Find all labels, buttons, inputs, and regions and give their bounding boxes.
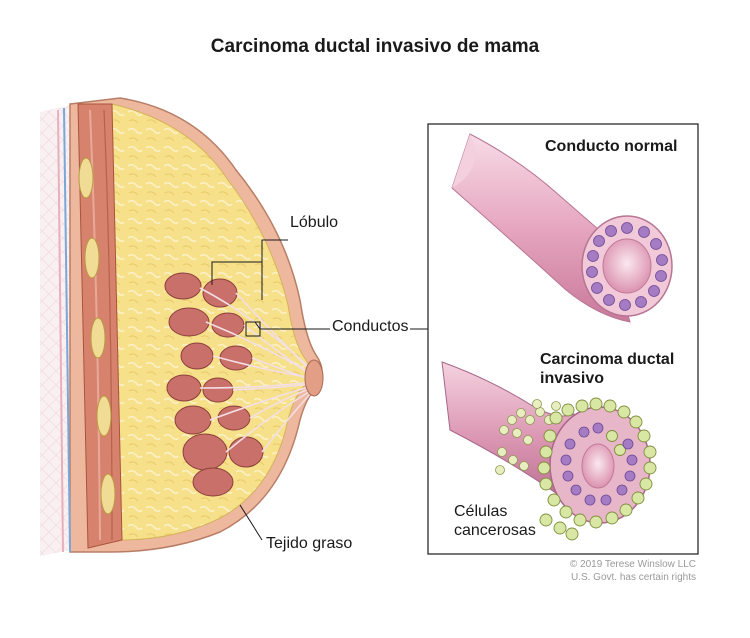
figure-title: Carcinoma ductal invasivo de mama	[210, 36, 540, 57]
label-cancer-line2: cancerosas	[454, 522, 536, 539]
label-normal-duct: Conducto normal	[545, 138, 678, 155]
ribs	[78, 157, 116, 515]
copyright-credit: © 2019 Terese Winslow LLC U.S. Govt. has…	[570, 558, 696, 584]
normal-duct-cells	[586, 222, 668, 311]
label-cancer-cells: Células cancerosas	[454, 502, 536, 540]
label-cancer-line1: Células	[454, 503, 508, 520]
breast-cross-section	[40, 97, 324, 556]
ducts	[199, 287, 313, 453]
credit-line2: U.S. Govt. has certain rights	[570, 572, 696, 583]
lobules	[164, 272, 264, 497]
nipple	[304, 359, 324, 397]
label-lobule: Lóbulo	[290, 214, 339, 231]
label-invasive-carcinoma: Carcinoma ductal invasivo	[540, 350, 674, 388]
label-ducts: Conductos	[332, 318, 409, 335]
label-invasive-line1: Carcinoma ductal	[540, 351, 675, 368]
label-invasive-line2: invasivo	[540, 370, 605, 387]
invasive-duct-illustration	[441, 361, 657, 541]
invasive-duct-nuclei	[560, 422, 638, 506]
label-fatty-tissue: Tejido graso	[266, 535, 353, 552]
normal-duct-illustration	[451, 133, 673, 323]
cancer-cells	[537, 397, 657, 541]
credit-line1: © 2019 Terese Winslow LLC	[569, 559, 696, 570]
